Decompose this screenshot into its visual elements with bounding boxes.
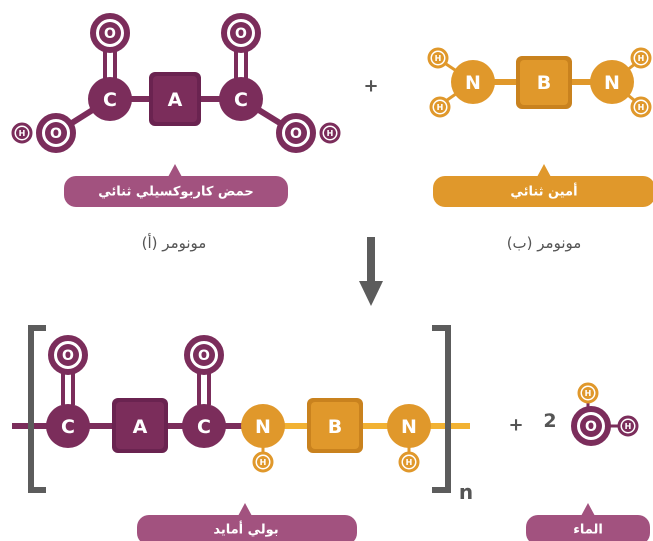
nitrogen-label: N	[401, 416, 417, 438]
monomer-a-tag: حمض كاربوكسيلي ثنائي	[64, 164, 288, 207]
repeat-index: n	[459, 480, 473, 504]
hydrogen-label: H	[585, 389, 592, 398]
carbon-label: C	[61, 416, 75, 438]
hydrogen-label: H	[625, 422, 632, 431]
nitrogen-atom: N	[451, 60, 495, 104]
monomer-b-caption: مونومر (ب)	[507, 234, 582, 252]
group-b-label: B	[537, 72, 551, 94]
hydrogen-label: H	[435, 54, 442, 63]
oxygen-atom: O	[184, 335, 224, 375]
water-product: + 2 O H H الماء	[508, 382, 650, 541]
hydrogen-atom: H	[252, 451, 274, 473]
hydrogen-label: H	[327, 129, 334, 138]
carbon-atom: C	[219, 77, 263, 121]
monomer-a-caption: مونومر (أ)	[142, 233, 207, 252]
hydrogen-atom: H	[617, 415, 639, 437]
oxygen-label: O	[290, 126, 302, 142]
hydrogen-atom: H	[429, 96, 451, 118]
hydrogen-label: H	[19, 129, 26, 138]
oxygen-atom: O	[90, 13, 130, 53]
carbon-label: C	[197, 416, 211, 438]
hydrogen-atom: H	[398, 451, 420, 473]
hydrogen-atom: H	[630, 47, 652, 69]
oxygen-atom: O	[276, 113, 316, 153]
monomer-b-tag: أمين ثنائي	[433, 164, 653, 207]
oxygen-atom: O	[221, 13, 261, 53]
nitrogen-label: N	[465, 72, 481, 94]
plus-sign: +	[363, 76, 378, 97]
carbon-label: C	[103, 89, 117, 111]
monomer-b-tag-text: أمين ثنائي	[510, 183, 577, 200]
hydrogen-label: H	[638, 103, 645, 112]
group-b: B	[516, 56, 572, 109]
oxygen-label: O	[235, 26, 247, 42]
carbon-atom: C	[46, 404, 90, 448]
polyamide-tag-text: بولي أمايد	[213, 521, 278, 538]
oxygen-label: O	[104, 26, 116, 42]
carbon-atom: C	[182, 404, 226, 448]
group-b-label: B	[328, 416, 342, 438]
group-a: A	[149, 72, 201, 126]
carbon-label: C	[234, 89, 248, 111]
water-tag-text: الماء	[573, 523, 603, 538]
polyamide-product: n O O C C A N	[12, 325, 473, 541]
oxygen-atom: O	[48, 335, 88, 375]
hydrogen-label: H	[406, 458, 413, 467]
oxygen-atom: O	[571, 406, 611, 446]
hydrogen-label: H	[437, 103, 444, 112]
carbon-atom: C	[88, 77, 132, 121]
hydrogen-atom: H	[630, 96, 652, 118]
oxygen-atom: O	[36, 113, 76, 153]
plus-sign: +	[508, 415, 523, 436]
water-coefficient: 2	[543, 410, 556, 432]
nitrogen-atom: N	[387, 404, 431, 448]
monomer-b: N N B H H H H	[427, 47, 653, 252]
oxygen-label: O	[50, 126, 62, 142]
bracket-left	[28, 325, 46, 493]
hydrogen-atom: H	[11, 122, 33, 144]
group-b: B	[307, 398, 363, 453]
group-a-label: A	[133, 416, 148, 438]
hydrogen-label: H	[260, 458, 267, 467]
hydrogen-atom: H	[577, 382, 599, 404]
oxygen-label: O	[62, 348, 74, 364]
water-tag: الماء	[526, 503, 650, 541]
hydrogen-label: H	[638, 54, 645, 63]
hydrogen-atom: H	[427, 47, 449, 69]
group-a: A	[112, 398, 168, 453]
nitrogen-label: N	[255, 416, 271, 438]
oxygen-label: O	[198, 348, 210, 364]
oxygen-label: O	[585, 419, 597, 435]
reaction-arrow	[359, 237, 383, 306]
nitrogen-label: N	[604, 72, 620, 94]
group-a-label: A	[168, 89, 183, 111]
nitrogen-atom: N	[241, 404, 285, 448]
monomer-a-tag-text: حمض كاربوكسيلي ثنائي	[98, 185, 254, 200]
bracket-right	[432, 325, 451, 493]
monomer-a: O O C C A O H	[11, 13, 341, 252]
hydrogen-atom: H	[319, 122, 341, 144]
polyamide-tag: بولي أمايد	[137, 503, 357, 541]
nitrogen-atom: N	[590, 60, 634, 104]
